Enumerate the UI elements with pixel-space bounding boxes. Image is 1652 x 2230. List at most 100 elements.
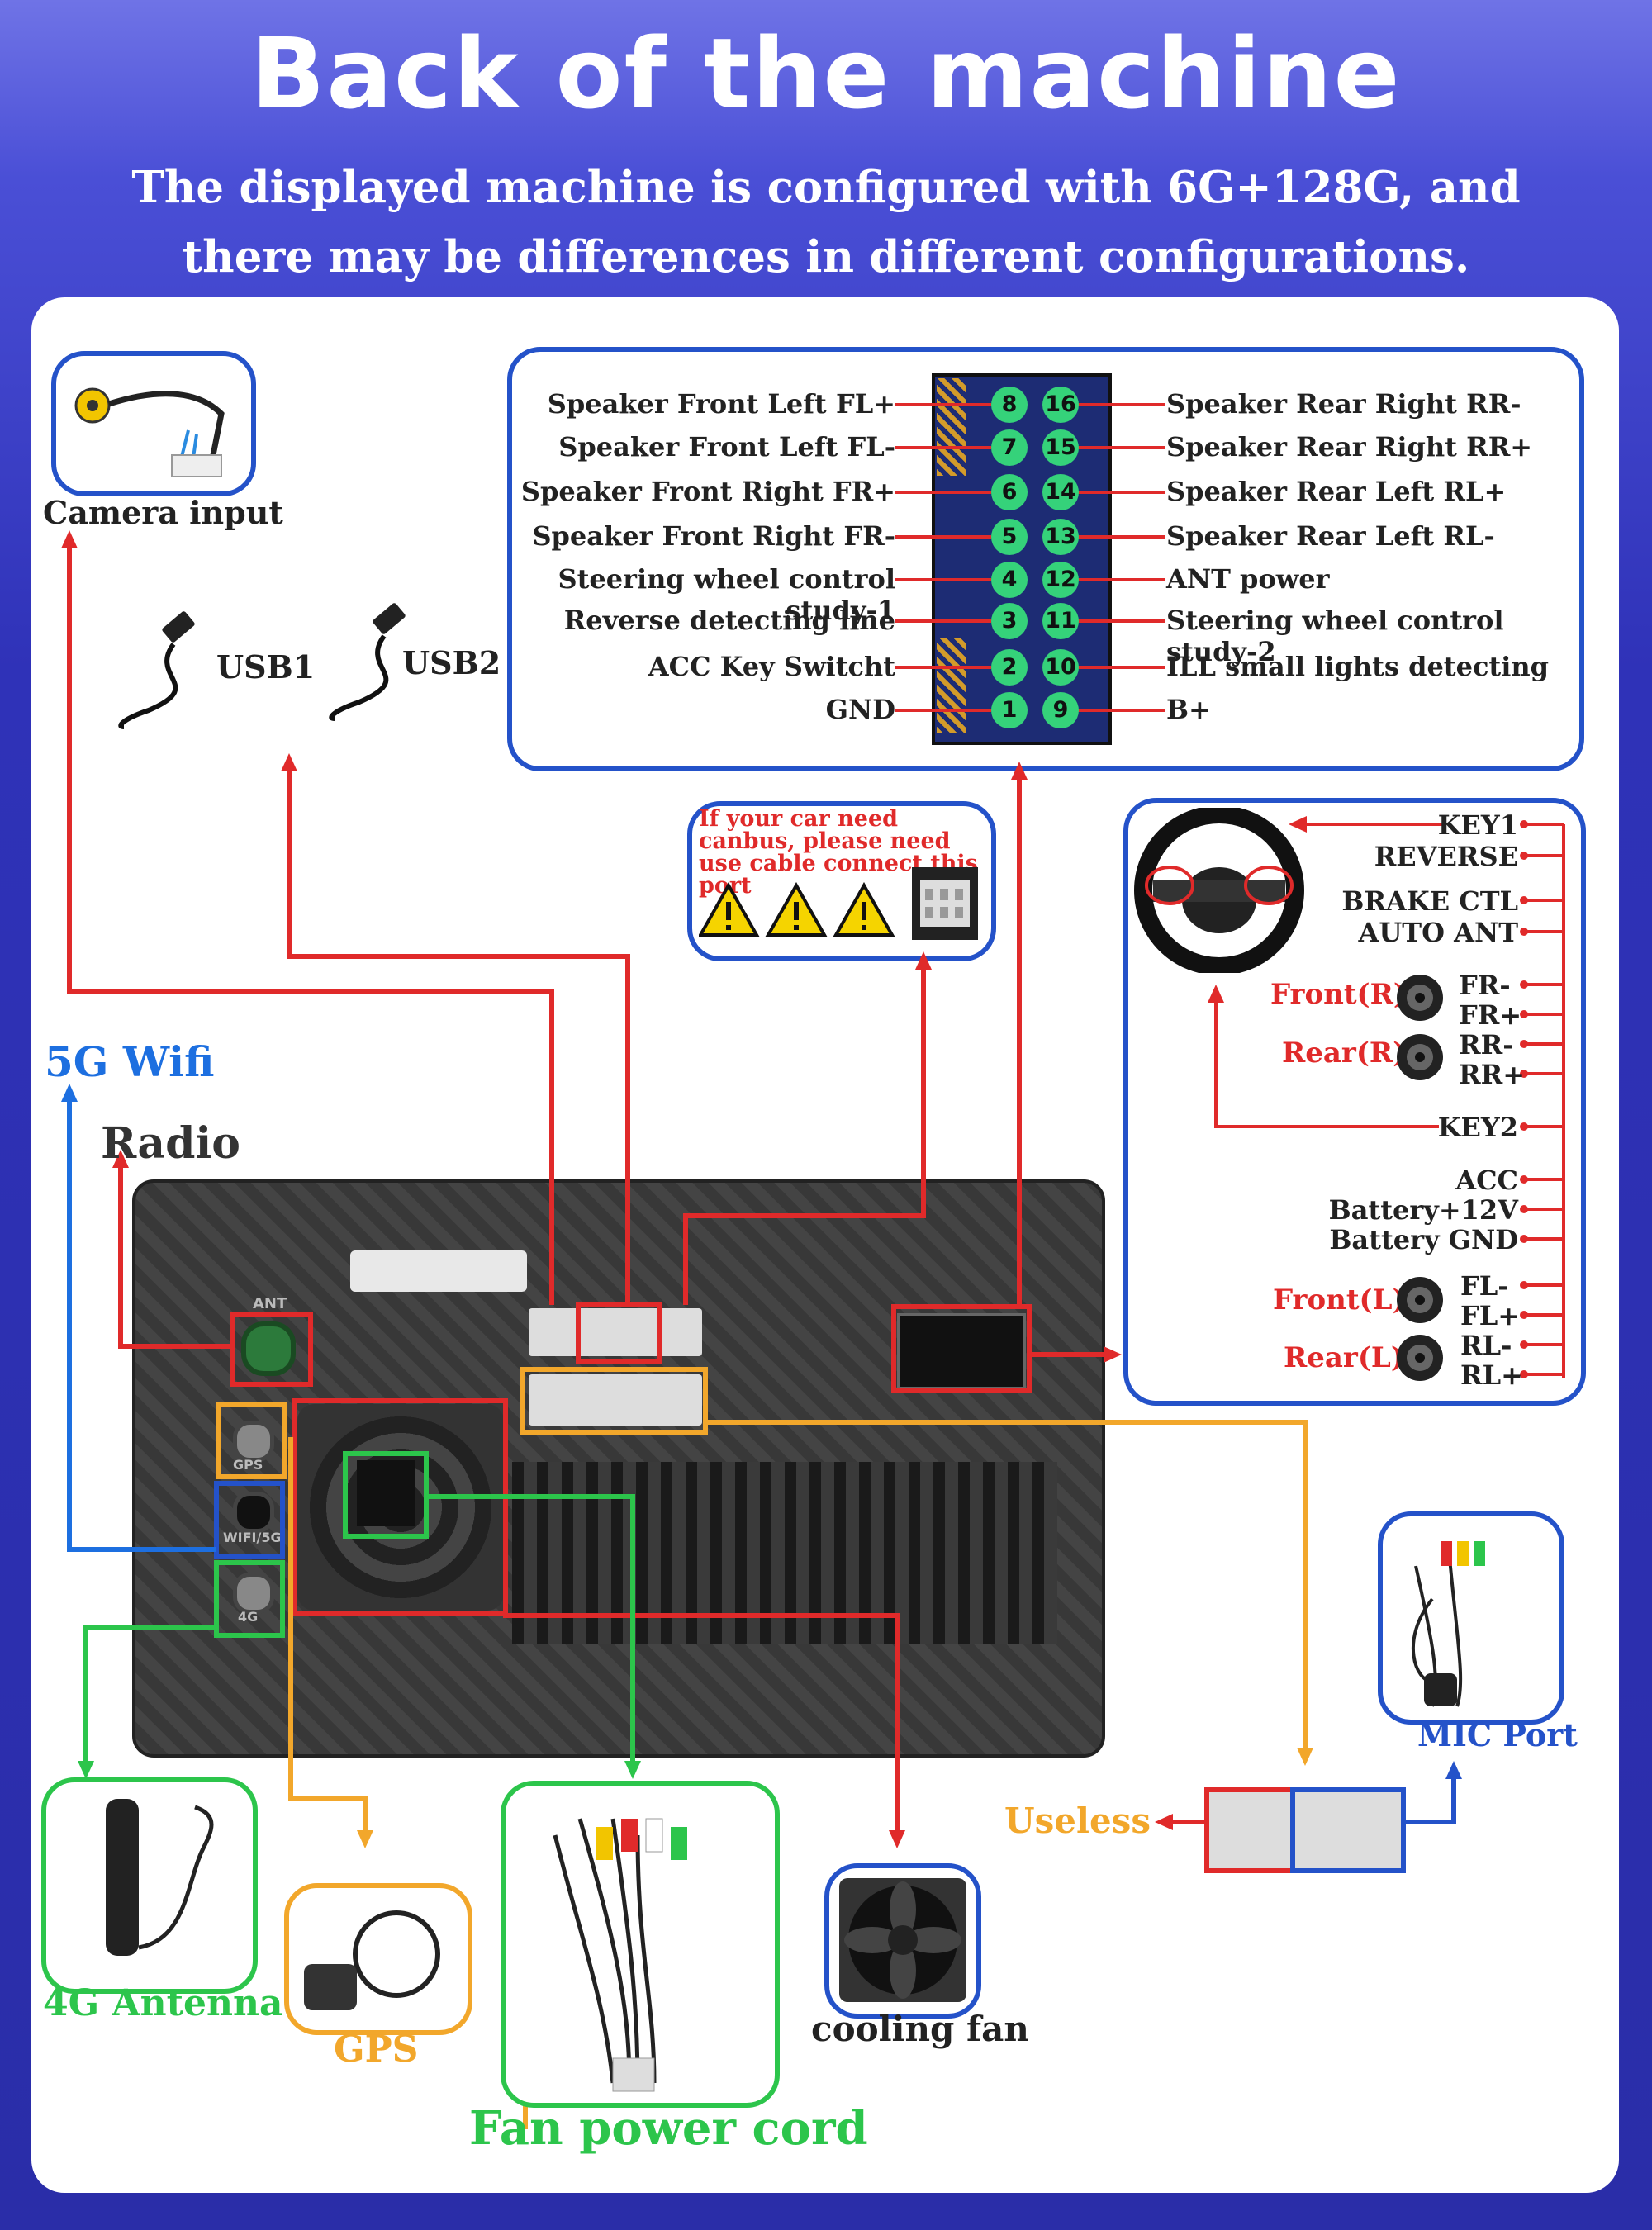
front-r-label: Front(R): [1270, 978, 1407, 1011]
pin-number-5: 5: [991, 519, 1028, 555]
connector-harness: [897, 1313, 1026, 1389]
speaker-icon: [1397, 975, 1443, 1021]
camera-input-box: [51, 351, 256, 496]
harness-fr-plus: FR+: [1459, 999, 1522, 1031]
canbus-connector-icon: [912, 867, 978, 940]
port-wifi: [233, 1492, 274, 1533]
fan-power-cord-label: Fan power cord: [469, 2101, 868, 2156]
pin-label-1: GND: [825, 694, 895, 725]
pin-label-13: Speaker Rear Left RL-: [1166, 520, 1495, 552]
harness-rr-minus: RR-: [1459, 1029, 1514, 1060]
pin-number-6: 6: [991, 474, 1028, 510]
device-sticker: [350, 1250, 527, 1292]
usb2-label: USB2: [402, 644, 501, 681]
pin-number-12: 12: [1042, 562, 1079, 598]
usb1-label: USB1: [216, 648, 316, 686]
ant-marking: ANT: [253, 1295, 287, 1312]
4g-antenna-label: 4G Antenna: [43, 1982, 283, 2024]
pin-number-8: 8: [991, 387, 1028, 423]
gps-module-icon: [304, 1910, 440, 2010]
mic-port-box: [1378, 1511, 1564, 1725]
connector-latch-bottom: [937, 638, 966, 733]
wifi-marking: WIFI/5G: [223, 1530, 282, 1545]
harness-key1: KEY1: [1437, 809, 1518, 841]
harness-acc: ACC: [1455, 1165, 1518, 1196]
harness-battery-gnd: Battery GND: [1329, 1224, 1518, 1255]
usb1-cable-icon: [118, 611, 195, 729]
pin-label-10: ILL small lights detecting: [1166, 651, 1549, 682]
pin-number-13: 13: [1042, 519, 1079, 555]
pin-label-15: Speaker Rear Right RR+: [1166, 431, 1533, 463]
pin-label-9: B+: [1166, 694, 1211, 725]
connector-main: [529, 1374, 702, 1426]
harness-auto-ant: AUTO ANT: [1358, 917, 1518, 948]
connector-usb: [529, 1308, 702, 1356]
mic-port-label: MIC Port: [1417, 1716, 1578, 1753]
pin-label-6: Speaker Front Right FR+: [520, 476, 895, 507]
port-4g: [233, 1573, 274, 1614]
rear-r-label: Rear(R): [1282, 1037, 1407, 1070]
pin-number-9: 9: [1042, 692, 1079, 728]
pin-number-11: 11: [1042, 603, 1079, 639]
pin-label-5: Speaker Front Right FR-: [532, 520, 895, 552]
cooling-fan-box: [824, 1863, 981, 2019]
harness-fr-minus: FR-: [1459, 970, 1511, 1001]
pin-number-16: 16: [1042, 387, 1079, 423]
steering-wheel-icon: [1134, 808, 1304, 973]
warning-icons: [699, 882, 895, 937]
front-l-label: Front(L): [1273, 1283, 1406, 1317]
gps-label: GPS: [334, 2028, 419, 2071]
pin-label-12: ANT power: [1166, 563, 1330, 595]
pin-label-7: Speaker Front Left FL-: [558, 431, 895, 463]
pin-label-4: Steering wheel control study-1: [558, 563, 895, 626]
usb2-cable-icon: [329, 603, 406, 721]
gps-marking: GPS: [233, 1457, 263, 1473]
camera-cable-icon: [74, 387, 225, 477]
connector-latch-top: [937, 378, 966, 476]
harness-rr-plus: RR+: [1459, 1059, 1525, 1090]
harness-brake-ctl: BRAKE CTL: [1341, 885, 1518, 917]
pin-number-14: 14: [1042, 474, 1079, 510]
pin-label-2: ACC Key Switcht: [648, 651, 895, 682]
pin-number-7: 7: [991, 429, 1028, 466]
harness-rl-minus: RL-: [1460, 1330, 1512, 1361]
4g-marking: 4G: [238, 1609, 259, 1625]
canbus-note-text: If your car need canbus, please need use…: [699, 806, 978, 899]
speaker-icon: [1397, 1335, 1443, 1381]
speaker-icon: [1397, 1034, 1443, 1080]
pin-label-16: Speaker Rear Right RR-: [1166, 388, 1521, 420]
port-gps: [233, 1421, 274, 1462]
fan-power-cord-box: [501, 1781, 780, 2108]
fan-connector: [357, 1460, 415, 1526]
radio-label: Radio: [101, 1118, 240, 1169]
pin-label-14: Speaker Rear Left RL+: [1166, 476, 1507, 507]
pin-label-3: Reverse detecting line: [563, 605, 895, 636]
pin-number-15: 15: [1042, 429, 1079, 466]
rear-l-label: Rear(L): [1284, 1341, 1404, 1374]
harness-rl-plus: RL+: [1460, 1359, 1523, 1391]
harness-fl-plus: FL+: [1460, 1300, 1521, 1331]
pin-label-11: Steering wheel control study-2: [1166, 605, 1504, 667]
pin-label-8: Speaker Front Left FL+: [547, 388, 895, 420]
cooling-fan-label: cooling fan: [811, 2009, 1029, 2049]
mic-cable-icon: [1411, 1541, 1485, 1707]
port-ant: [241, 1321, 296, 1376]
harness-key2: KEY2: [1437, 1112, 1518, 1143]
pin-number-1: 1: [991, 692, 1028, 728]
pin-number-4: 4: [991, 562, 1028, 598]
pin-number-10: 10: [1042, 649, 1079, 686]
pin-number-2: 2: [991, 649, 1028, 686]
useless-label: Useless: [1004, 1801, 1151, 1841]
pin-number-3: 3: [991, 603, 1028, 639]
harness-fl-minus: FL-: [1460, 1270, 1509, 1302]
camera-input-label: Camera input: [43, 494, 283, 531]
4g-antenna-box: [41, 1777, 258, 1994]
antenna-icon: [106, 1799, 214, 1956]
useless-connector: [1204, 1787, 1295, 1873]
gps-box: [284, 1883, 472, 2035]
mic-connector: [1290, 1787, 1406, 1873]
wifi-label: 5G Wifi: [45, 1037, 215, 1086]
page-title: Back of the machine: [250, 17, 1402, 130]
speaker-icon: [1397, 1277, 1443, 1323]
